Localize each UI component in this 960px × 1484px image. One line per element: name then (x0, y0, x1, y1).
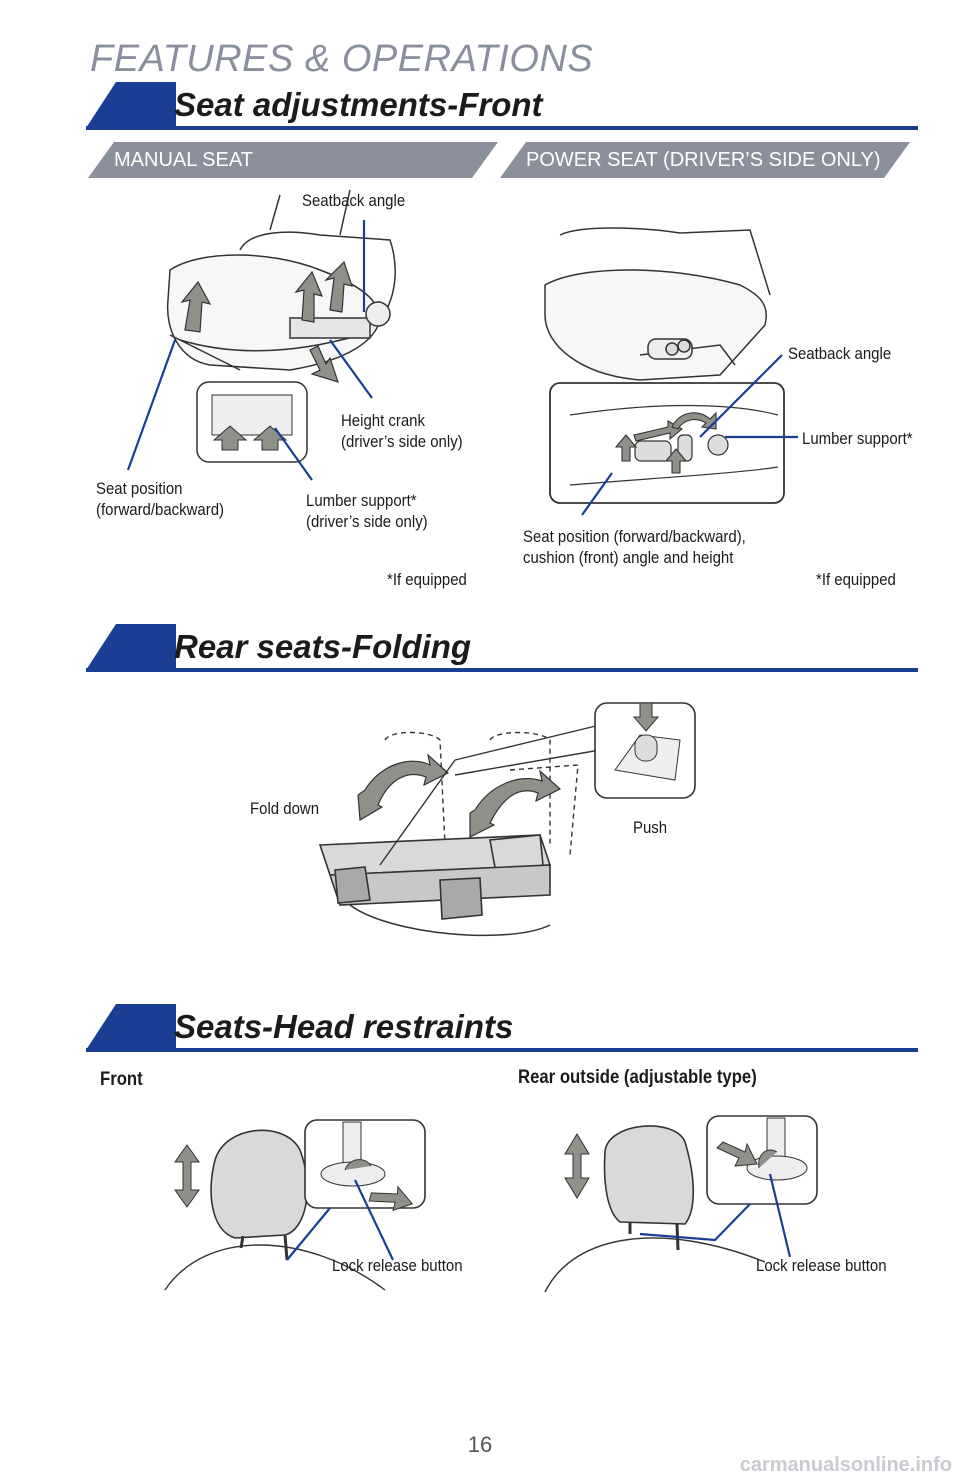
rear-lock-release-label: Lock release button (756, 1256, 887, 1275)
power-seat-tab: POWER SEAT (DRIVER’S SIDE ONLY) (500, 142, 910, 178)
manual-seat-tab: MANUAL SEAT (88, 142, 498, 178)
manual-seat-position-label: Seat position (forward/backward) (96, 479, 225, 519)
chapter-title: FEATURES & OPERATIONS (90, 38, 594, 80)
manual-height-crank-label: Height crank (driver’s side only) (341, 411, 463, 451)
section-title: Seat adjustments-Front (174, 86, 543, 123)
section-header-rear-folding: Rear seats-Folding (86, 624, 918, 676)
front-head-restraint-heading: Front (100, 1069, 143, 1090)
section-tab-marker (86, 624, 176, 670)
watermark: carmanualsonline.info (739, 1454, 952, 1476)
section-rule (86, 126, 918, 130)
section-rule (86, 1048, 918, 1052)
manual-footnote: *If equipped (387, 570, 467, 589)
section-header-seat-adjustments: Seat adjustments-Front (86, 82, 918, 134)
rear-head-restraint-heading: Rear outside (adjustable type) (518, 1067, 757, 1088)
section-tab-marker (86, 1004, 176, 1050)
power-seatback-angle-label: Seatback angle (788, 344, 892, 363)
section-rule (86, 668, 918, 672)
page-number: 16 (467, 1432, 493, 1457)
manual-lumber-support-label: Lumber support* (driver’s side only) (306, 491, 428, 531)
fold-down-label: Fold down (250, 799, 320, 818)
power-lumber-support-label: Lumber support* (802, 429, 913, 448)
manual-seat-illustration (126, 189, 396, 481)
rear-seat-folding-illustration (318, 702, 696, 937)
section-title: Seats-Head restraints (174, 1008, 514, 1045)
rear-head-restraint-illustration (544, 1115, 818, 1293)
push-label: Push (633, 818, 668, 837)
power-seat-position-label: Seat position (forward/backward), cushio… (523, 527, 746, 567)
section-tab-marker (86, 82, 176, 128)
power-footnote: *If equipped (816, 570, 896, 589)
power-seat-illustration (544, 227, 798, 516)
section-header-head-restraints: Seats-Head restraints (86, 1004, 918, 1056)
manual-seatback-angle-label: Seatback angle (302, 191, 406, 210)
front-head-restraint-illustration (164, 1119, 426, 1291)
section-title: Rear seats-Folding (174, 628, 472, 665)
front-lock-release-label: Lock release button (332, 1256, 463, 1275)
